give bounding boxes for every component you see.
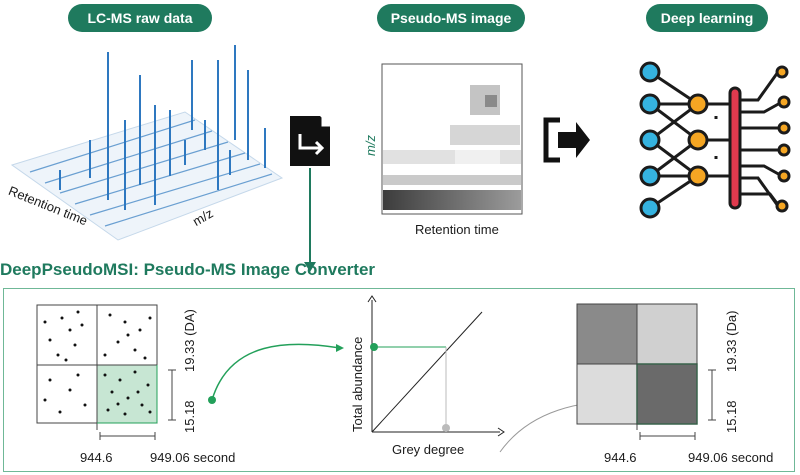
neural-network-icon	[649, 70, 784, 211]
left-x-start-label: 944.6	[80, 450, 113, 465]
right-y-top-label: 19.33 (Da)	[724, 310, 739, 372]
pseudo-axis-mz: m/z	[363, 135, 378, 156]
right-x-end-label: 949.06 second	[688, 450, 774, 465]
right-x-start-label: 944.6	[604, 450, 637, 465]
left-grid-panel	[36, 304, 176, 440]
mid-x-label: Grey degree	[392, 442, 465, 457]
pill-lcms-raw-data: LC-MS raw data	[68, 4, 212, 32]
pseudo-ms-image	[381, 63, 523, 215]
converter-title: DeepPseudoMSI: Pseudo-MS Image Converter	[0, 260, 376, 279]
pill-deep-label: Deep learning	[660, 10, 754, 26]
grey-mapping-chart	[367, 295, 505, 437]
pill-lcms-label: LC-MS raw data	[87, 10, 193, 26]
neural-nodes	[639, 61, 791, 219]
sign-out-arrow-icon	[543, 117, 590, 163]
green-curve-connector	[208, 343, 344, 404]
right-y-bottom-label: 15.18	[724, 400, 739, 433]
pill-pseudo-label: Pseudo-MS image	[390, 10, 512, 26]
left-y-top-label: 19.33 (DA)	[182, 309, 197, 372]
down-arrow	[304, 168, 316, 272]
pseudo-axis-retention-time: Retention time	[415, 222, 499, 237]
pill-deep-learning: Deep learning	[646, 4, 768, 32]
lcms-3d-plot	[10, 45, 284, 241]
pill-pseudo-ms-image: Pseudo-MS image	[377, 4, 525, 32]
left-y-bottom-label: 15.18	[182, 400, 197, 433]
left-x-end-label: 949.06 second	[150, 450, 236, 465]
file-export-icon	[290, 116, 330, 166]
right-grey-grid	[576, 303, 716, 440]
mid-y-label: Total abundance	[350, 336, 365, 432]
converter-box	[3, 288, 795, 472]
